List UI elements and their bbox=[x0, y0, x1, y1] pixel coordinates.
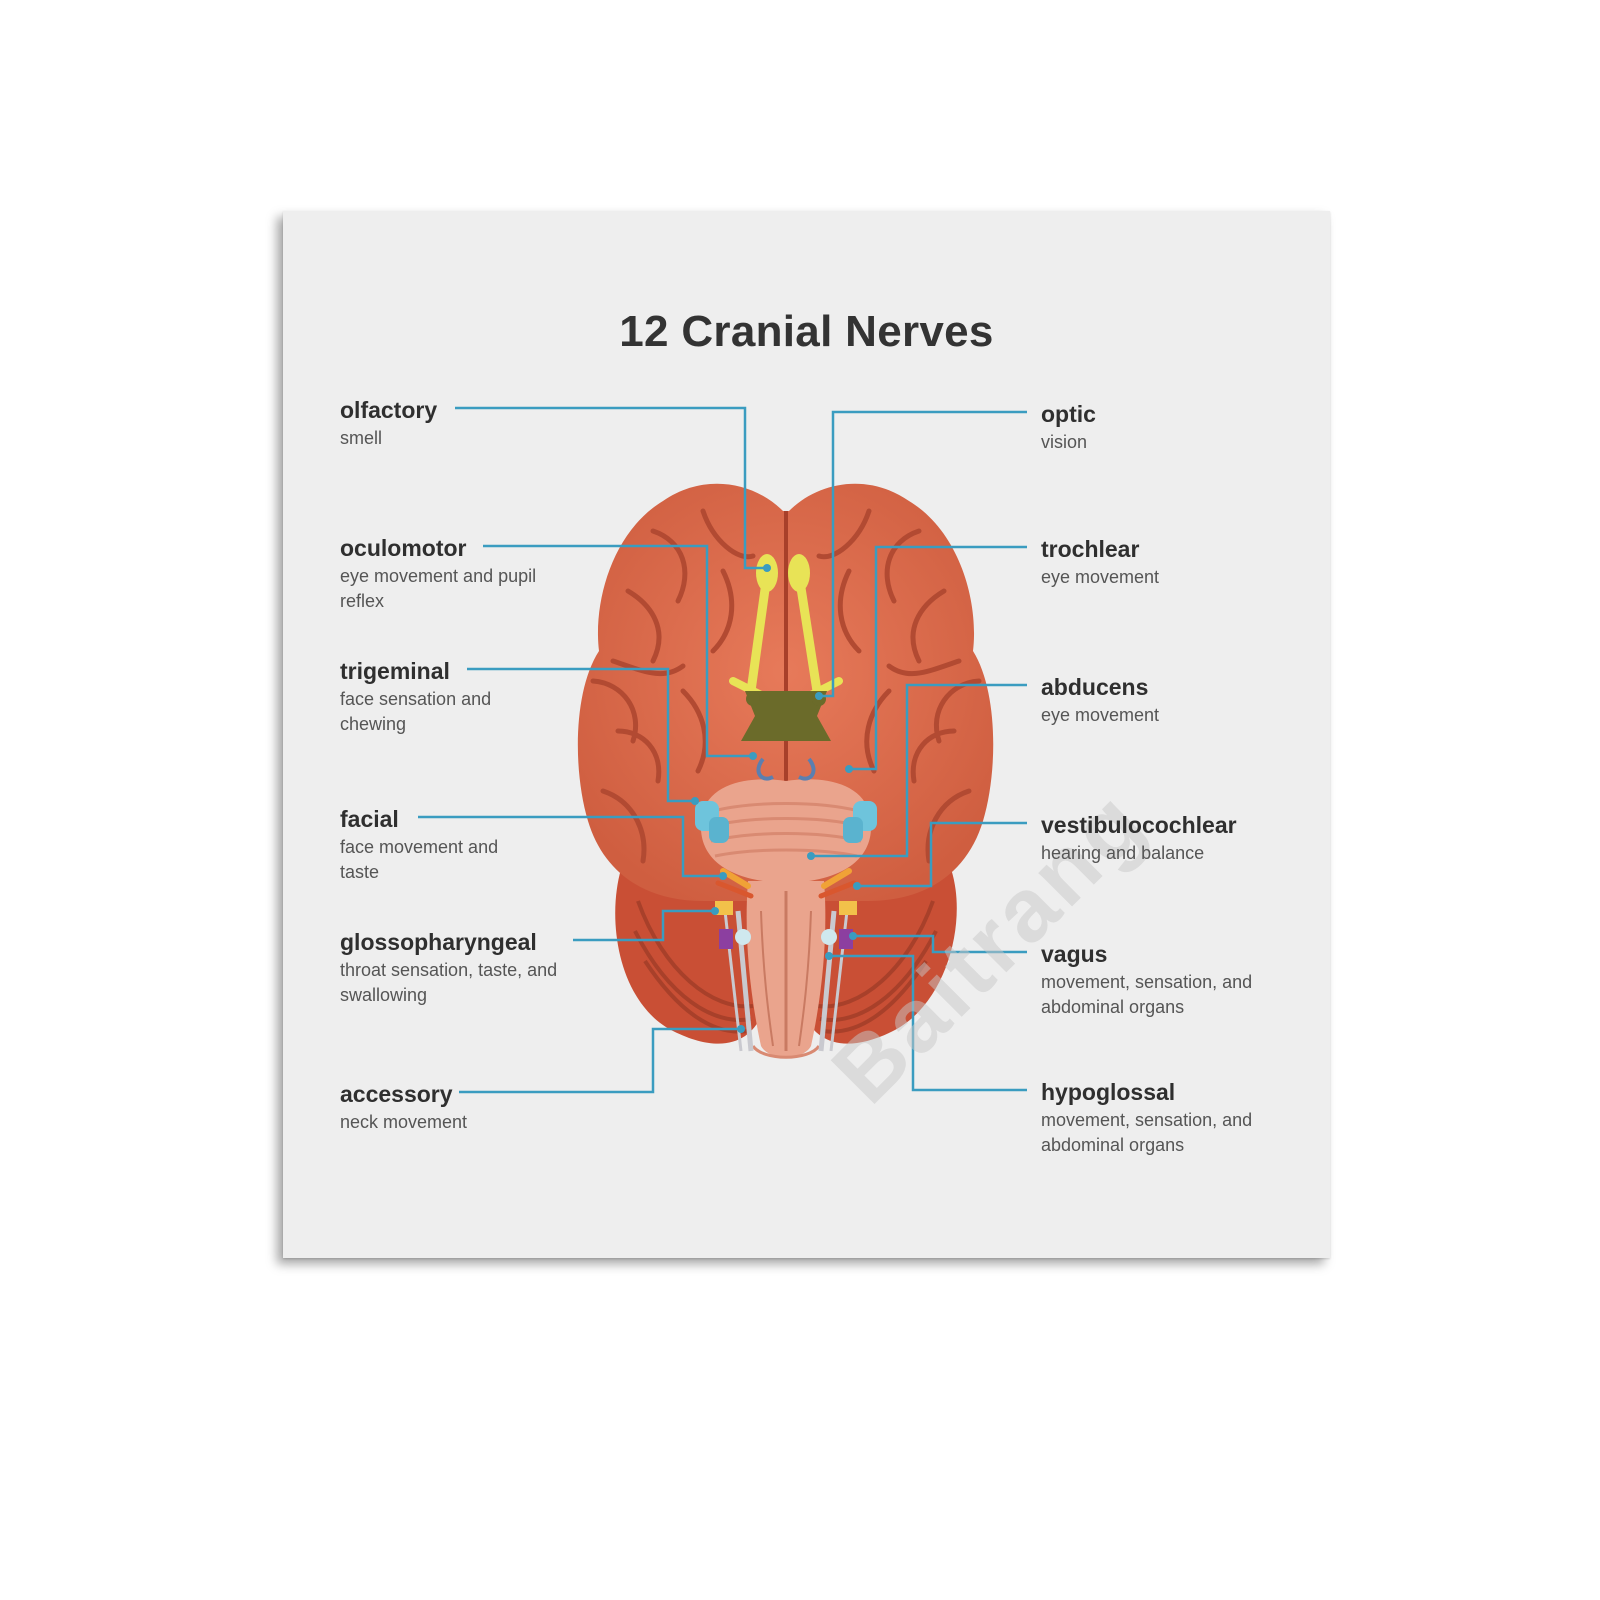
nerve-name: oculomotor bbox=[340, 535, 467, 561]
label-vagus: vagus movement, sensation, and abdominal… bbox=[1041, 940, 1256, 1020]
page-title: 12 Cranial Nerves bbox=[619, 307, 994, 356]
nerve-name: optic bbox=[1041, 401, 1096, 427]
label-accessory: accessory neck movement bbox=[340, 1080, 570, 1135]
label-oculomotor: oculomotor eye movement and pupil reflex bbox=[340, 534, 570, 614]
label-trigeminal: trigeminal face sensation and chewing bbox=[340, 657, 540, 737]
olfactory-tracts bbox=[729, 554, 843, 700]
label-vestibulocochlear: vestibulocochlear hearing and balance bbox=[1041, 811, 1256, 866]
label-olfactory: olfactory smell bbox=[340, 396, 570, 451]
poster: Baitrang 12 Cranial Nerves olfactory sme… bbox=[283, 211, 1330, 1258]
nerve-function: vision bbox=[1041, 432, 1088, 452]
nerve-function: face movement and taste bbox=[340, 837, 499, 882]
nerve-function: eye movement bbox=[1041, 705, 1160, 725]
nerve-function: eye movement bbox=[1041, 567, 1160, 587]
brain-illustration bbox=[418, 406, 1027, 1094]
nerve-function: neck movement bbox=[340, 1112, 468, 1132]
nerve-function: eye movement and pupil reflex bbox=[340, 566, 537, 611]
nerve-function: face sensation and chewing bbox=[340, 689, 492, 734]
nerve-function: hearing and balance bbox=[1041, 843, 1205, 863]
label-trochlear: trochlear eye movement bbox=[1041, 535, 1256, 590]
label-facial: facial face movement and taste bbox=[340, 805, 510, 885]
nerve-name: vestibulocochlear bbox=[1041, 812, 1237, 838]
label-glossopharyngeal: glossopharyngeal throat sensation, taste… bbox=[340, 928, 580, 1008]
label-abducens: abducens eye movement bbox=[1041, 673, 1256, 728]
nerve-function: movement, sensation, and abdominal organ… bbox=[1041, 1110, 1253, 1155]
nerve-name: trochlear bbox=[1041, 536, 1140, 562]
cranial-roots bbox=[715, 868, 857, 949]
optic-chiasm bbox=[741, 691, 831, 741]
nerve-name: olfactory bbox=[340, 397, 438, 423]
nerve-name: accessory bbox=[340, 1081, 453, 1107]
nerve-function: movement, sensation, and abdominal organ… bbox=[1041, 972, 1253, 1017]
leader-lines bbox=[418, 406, 1027, 1094]
nerve-name: glossopharyngeal bbox=[340, 929, 537, 955]
nerve-name: trigeminal bbox=[340, 658, 450, 684]
label-optic: optic vision bbox=[1041, 400, 1256, 455]
leader-dots bbox=[691, 564, 861, 1033]
trigeminal-roots bbox=[695, 801, 877, 843]
nerve-function: smell bbox=[340, 428, 383, 448]
nerve-name: vagus bbox=[1041, 941, 1108, 967]
nerve-name: abducens bbox=[1041, 674, 1149, 700]
nerve-function: throat sensation, taste, and swallowing bbox=[340, 960, 558, 1005]
label-hypoglossal: hypoglossal movement, sensation, and abd… bbox=[1041, 1078, 1256, 1158]
nerve-name: hypoglossal bbox=[1041, 1079, 1176, 1105]
nerve-name: facial bbox=[340, 806, 399, 832]
